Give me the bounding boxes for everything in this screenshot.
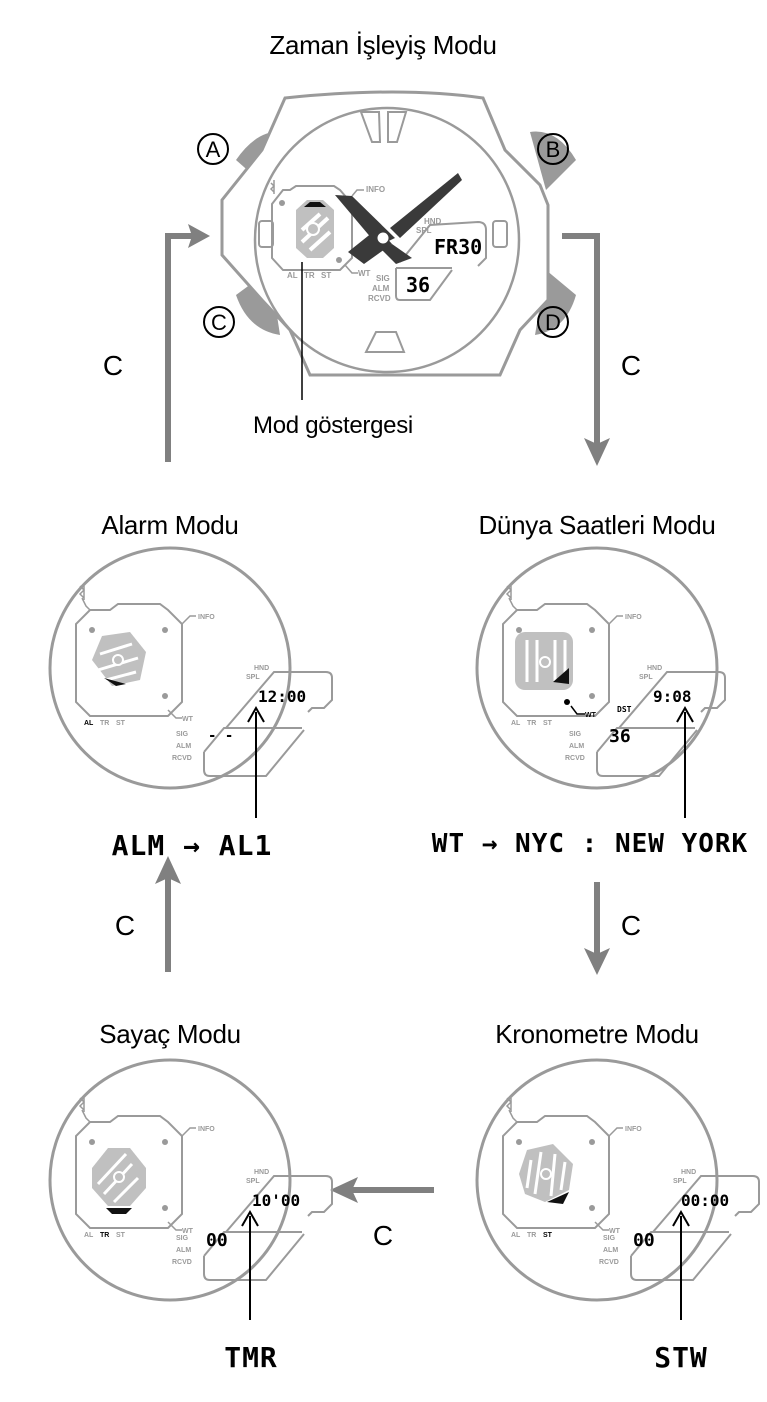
button-d-letter: D [545,310,561,335]
svg-text:ST: ST [116,1232,126,1239]
button-c-label-stopwatch-to-timer: C [372,1220,394,1251]
world-display-dst: DST [617,705,632,714]
svg-text:AL: AL [84,1232,94,1239]
svg-text:AL: AL [511,720,521,727]
button-letters: A B C D [197,133,569,338]
button-b-shape [530,131,576,190]
svg-text:ST: ST [543,1232,553,1239]
svg-text:ST: ST [543,720,553,727]
title-timekeeping-mode: Zaman İşleyiş Modu [269,30,497,60]
stopwatch-display-time: 00:00 [681,1191,729,1210]
button-b-letter: B [546,137,561,162]
button-c-label-timer-to-alarm: C [114,910,136,941]
arrow-alarm-to-timekeeping [165,233,196,462]
svg-text:WT: WT [609,1228,621,1235]
timer-display-time: 10'00 [252,1191,300,1210]
svg-text:AL: AL [511,1232,521,1239]
button-c-letter: C [211,310,227,335]
svg-text:TR: TR [100,720,109,727]
button-a-letter: A [206,137,221,162]
title-stopwatch-mode: Kronometre Modu [495,1019,699,1049]
svg-text:TR: TR [304,271,315,280]
svg-text:TR: TR [100,1232,109,1239]
svg-text:TR: TR [527,720,536,727]
world-time-watch: WT AL TR ST 9:08 DST 36 [475,546,726,818]
world-display-seconds: 36 [609,726,631,747]
lcd-label-world-time: WT → NYC : NEW YORK [431,829,749,859]
title-world-time-mode: Dünya Saatleri Modu [478,510,716,540]
lcd-label-alarm: ALM → AL1 [111,829,273,862]
top-display-day: FR30 [434,235,482,259]
svg-text:SPL: SPL [416,226,432,235]
world-display-time: 9:08 [653,687,692,706]
title-timer-mode: Sayaç Modu [99,1019,241,1049]
lcd-label-stopwatch: STW [654,1341,708,1374]
button-c-label-world-to-stopwatch: C [620,910,642,941]
svg-text:ST: ST [321,271,331,280]
svg-text:AL: AL [287,271,298,280]
svg-text:WT: WT [182,1228,194,1235]
button-c-label-left: C [102,350,124,381]
svg-text:ST: ST [116,720,126,727]
transition-arrows [155,224,610,1203]
alarm-watch: AL TR ST WT 12:00 - - [48,546,333,818]
svg-text:AL: AL [84,720,94,727]
svg-text:SIG: SIG [376,274,390,283]
stopwatch-display-lower: 00 [633,1230,655,1251]
stopwatch-watch: AL TR ST WT 00:00 00 [475,1058,760,1320]
svg-text:ALM: ALM [372,284,390,293]
svg-text:INFO: INFO [366,185,385,194]
svg-text:HND: HND [424,217,442,226]
timer-watch: AL TR ST WT 10'00 00 [48,1058,333,1320]
svg-text:RCVD: RCVD [368,294,391,303]
mode-indicator-label: Mod göstergesi [253,412,413,439]
title-alarm-mode: Alarm Modu [101,510,239,540]
lcd-label-timer: TMR [224,1341,278,1374]
arrow-timekeeping-to-world [562,233,600,444]
svg-text:WT: WT [585,712,597,719]
svg-text:WT: WT [358,269,371,278]
top-display-seconds: 36 [406,273,430,297]
alarm-display-time: 12:00 [258,687,306,706]
timekeeping-watch: INFO WT AL TR ST HND SPL SIG ALM RCVD FR… [220,90,576,400]
button-c-label-right: C [620,350,642,381]
minute-hand [390,173,462,238]
svg-text:WT: WT [182,716,194,723]
alarm-display-lower: - - [208,728,233,744]
svg-text:TR: TR [527,1232,536,1239]
timer-display-lower: 00 [206,1230,228,1251]
